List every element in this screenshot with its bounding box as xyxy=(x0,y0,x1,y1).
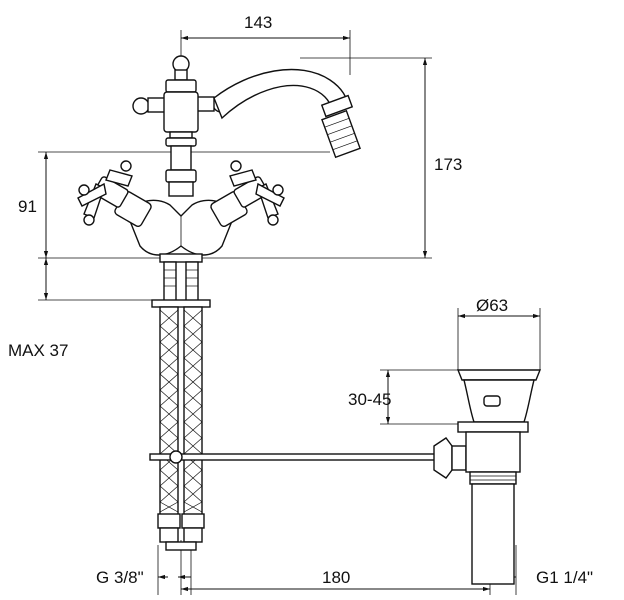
total-height-label: 173 xyxy=(434,155,462,174)
spout-reach-label: 143 xyxy=(244,13,272,32)
center-distance-label: 180 xyxy=(322,568,350,587)
left-cross-handle xyxy=(77,160,152,227)
inlet-thread-label: G 3/8" xyxy=(96,568,144,587)
body-height-label: 91 xyxy=(18,197,37,216)
pop-up-waste xyxy=(456,369,542,585)
supply-hoses xyxy=(151,261,211,551)
waste-diameter-label: Ø63 xyxy=(476,296,508,315)
dimension-lines xyxy=(38,30,541,595)
faucet-body xyxy=(77,55,361,263)
max-deck-label: MAX 37 xyxy=(8,341,68,360)
dimension-labels: 143 173 91 MAX 37 Ø63 30-45 G 3/8" 180 G… xyxy=(8,13,593,587)
pop-up-rod xyxy=(149,437,467,479)
waste-range-label: 30-45 xyxy=(348,390,391,409)
right-cross-handle xyxy=(210,160,285,227)
waste-thread-label: G1 1/4" xyxy=(536,568,593,587)
